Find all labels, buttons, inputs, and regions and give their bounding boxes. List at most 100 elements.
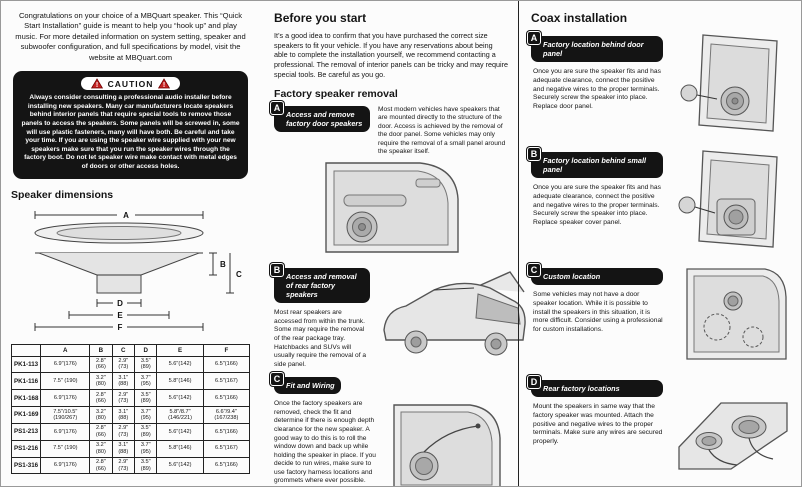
- dimension-cell: 2.9"(73): [111, 355, 136, 374]
- dimension-cell: 5.6"(142): [156, 355, 204, 374]
- door-wiring-illustration: [386, 400, 508, 486]
- model-cell: PS1-216: [10, 439, 42, 458]
- caution-pill: ! CAUTION !: [80, 77, 181, 91]
- section-text: Once the factory speakers are removed, c…: [274, 400, 376, 485]
- dimension-cell: 6.5"(166): [202, 389, 251, 408]
- left-column: Congratulations on your choice of a MBQu…: [1, 1, 260, 486]
- dimension-cell: 2.9"(73): [111, 422, 136, 441]
- table-header-cell: B: [89, 344, 113, 357]
- section-text: Most modern vehicles have speakers that …: [378, 105, 506, 156]
- dimension-cell: 3.1"(88): [111, 439, 136, 458]
- coax-section-a: A Factory location behind door panel Onc…: [527, 31, 791, 140]
- caution-text: Always consider consulting a professiona…: [21, 94, 240, 170]
- section-text: Mount the speakers in same way that the …: [533, 403, 663, 445]
- table-header-cell: E: [156, 344, 204, 357]
- svg-text:D: D: [117, 299, 123, 308]
- section-title: Rear factory locations: [531, 380, 664, 398]
- model-cell: PK1-116: [10, 372, 42, 391]
- warning-triangle-icon: !: [158, 78, 171, 89]
- table-header-cell: F: [202, 344, 251, 357]
- model-cell: PK1-168: [10, 389, 42, 408]
- table-header-cell: D: [133, 344, 158, 357]
- section-letter-badge: C: [527, 263, 542, 277]
- dimension-cell: 6.5"(167): [202, 439, 251, 458]
- dimension-cell: 3.5"(89): [133, 389, 158, 408]
- model-cell: PS1-213: [10, 422, 42, 441]
- dimension-cell: 2.8"(66): [89, 389, 113, 408]
- model-cell: PK1-113: [10, 355, 42, 374]
- section-letter-badge: A: [270, 100, 285, 115]
- dimension-cell: 3.7"(95): [133, 372, 158, 391]
- dimension-cell: 6.9"(176): [40, 422, 91, 441]
- coax-section-b: B Factory location behind small panel On…: [527, 147, 791, 256]
- car-trunk-illustration: [378, 268, 528, 369]
- dimension-cell: 6.5"(166): [202, 456, 251, 475]
- section-letter-badge: C: [270, 372, 285, 387]
- dimension-cell: 3.5"(89): [133, 355, 158, 374]
- section-title: Factory location behind small panel: [531, 152, 664, 179]
- svg-text:!: !: [163, 82, 165, 89]
- intro-paragraph: Congratulations on your choice of a MBQu…: [15, 11, 246, 62]
- dimension-cell: 3.2"(80): [89, 406, 113, 424]
- caution-header: ! CAUTION !: [21, 77, 240, 91]
- dimension-cell: 6.9"(176): [40, 355, 91, 374]
- section-text: Most rear speakers are accessed from wit…: [274, 309, 367, 368]
- small-panel-illustration: [667, 147, 791, 256]
- section-label: C Fit and Wiring: [270, 372, 341, 395]
- caution-label: CAUTION: [107, 78, 154, 89]
- svg-text:A: A: [123, 211, 129, 220]
- removal-section-b: B Access and removal of rear factory spe…: [270, 262, 526, 369]
- section-text: Some vehicles may not have a door speake…: [533, 291, 663, 333]
- dimension-cell: 3.5"(89): [133, 456, 158, 475]
- section-text: Once you are sure the speaker fits and h…: [533, 68, 661, 111]
- dimension-cell: 2.8"(66): [89, 355, 113, 374]
- dimension-cell: 6.5"(166): [202, 355, 251, 374]
- dimension-cell: 7.5" (190): [40, 372, 91, 391]
- section-letter-badge: A: [527, 31, 542, 45]
- speaker-dimensions-heading: Speaker dimensions: [11, 189, 114, 202]
- middle-column: Before you start It’s a good idea to con…: [260, 1, 526, 486]
- dimension-cell: 5.8"/8.7" (146/221): [156, 406, 204, 424]
- section-title: Access and remove factory door speakers: [274, 105, 371, 132]
- dimension-cell: 6.5"(166): [202, 422, 251, 441]
- dimension-cell: 2.8"(66): [89, 422, 113, 441]
- svg-text:B: B: [220, 260, 226, 269]
- dimension-cell: 7.5"/10.5" (190/267): [40, 406, 91, 424]
- door-panel-illustration: [667, 31, 791, 140]
- rear-deck-illustration: [667, 375, 791, 480]
- section-title: Custom location: [531, 268, 664, 286]
- right-column: Coax installation A Factory location beh…: [518, 1, 801, 486]
- section-label: A Factory location behind door panel: [527, 31, 664, 63]
- dimension-cell: 3.2"(80): [89, 439, 113, 458]
- table-header-cell: C: [111, 344, 136, 357]
- model-cell: PS1-316: [10, 456, 42, 475]
- model-cell: PK1-169: [10, 406, 42, 424]
- section-text: Once you are sure the speaker fits and h…: [533, 184, 661, 227]
- before-you-start-heading: Before you start: [274, 11, 367, 25]
- dimension-cell: 3.7"(95): [133, 406, 158, 424]
- coax-section-d: D Rear factory locations Mount the speak…: [527, 375, 791, 480]
- speaker-dimension-diagram: A B C D E: [11, 207, 250, 340]
- dimension-cell: 6.5"(167): [202, 372, 251, 391]
- dimension-cell: 5.6"(142): [156, 389, 204, 408]
- dimension-cell: 3.1"(88): [111, 372, 136, 391]
- section-label: B Access and removal of rear factory spe…: [270, 262, 371, 304]
- dimension-cell: 2.9"(73): [111, 456, 136, 475]
- removal-section-c: C Fit and Wiring Once the factory speake…: [270, 372, 508, 486]
- section-letter-badge: B: [527, 147, 542, 161]
- factory-speaker-removal-heading: Factory speaker removal: [274, 87, 398, 100]
- svg-text:C: C: [236, 270, 242, 279]
- coax-installation-heading: Coax installation: [531, 11, 628, 25]
- dimension-cell: 3.2"(80): [89, 372, 113, 391]
- dimension-cell: 5.8"(146): [156, 439, 204, 458]
- table-header-cell: [10, 344, 42, 357]
- dimension-cell: 5.8"(146): [156, 372, 204, 391]
